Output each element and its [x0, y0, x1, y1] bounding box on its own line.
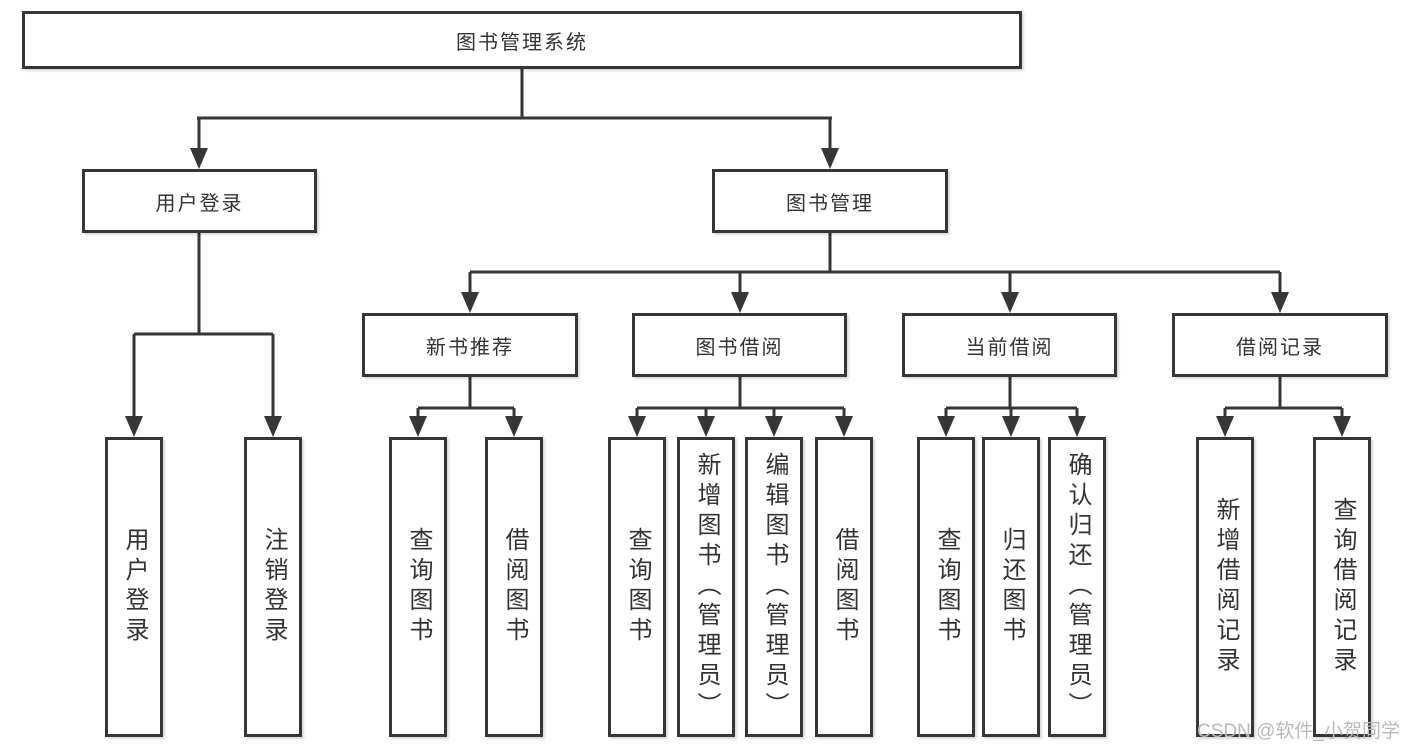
- node-library-management-system: 图书管理系统: [22, 11, 1022, 69]
- leaf-edit-books-admin: 编辑图书（管理员）: [745, 437, 803, 737]
- node-label: 当前借阅: [965, 336, 1054, 359]
- node-label: 用户登录: [155, 192, 244, 215]
- node-label: 图书管理系统: [456, 31, 588, 54]
- node-borrow-records: 借阅记录: [1172, 313, 1388, 377]
- node-label: 确认归还（管理员）: [1064, 452, 1091, 722]
- node-book-borrow: 图书借阅: [632, 313, 847, 377]
- leaf-borrow-books: 借阅图书: [815, 437, 873, 737]
- leaf-logout: 注销登录: [244, 437, 302, 737]
- node-label: 借阅图书: [831, 527, 858, 647]
- leaf-query-books-borrow: 查询图书: [608, 437, 666, 737]
- node-label: 归还图书: [998, 527, 1025, 647]
- leaf-borrow-books-recommend: 借阅图书: [485, 437, 543, 737]
- leaf-return-books: 归还图书: [982, 437, 1040, 737]
- node-label: 图书管理: [786, 192, 874, 215]
- node-book-management: 图书管理: [712, 169, 948, 233]
- node-label: 借阅图书: [501, 527, 528, 647]
- node-label: 新书推荐: [426, 336, 514, 359]
- node-new-book-recommend: 新书推荐: [362, 313, 578, 377]
- csdn-watermark: CSDN @软件_小贺同学: [1197, 721, 1400, 742]
- node-label: 借阅记录: [1236, 336, 1324, 359]
- node-label: 新增借阅记录: [1212, 497, 1239, 677]
- node-user-login: 用户登录: [82, 169, 317, 233]
- node-label: 用户登录: [121, 527, 148, 647]
- leaf-query-books-current: 查询图书: [917, 437, 975, 737]
- node-label: 编辑图书（管理员）: [761, 452, 788, 722]
- node-label: 查询图书: [405, 527, 432, 647]
- node-label: 查询图书: [624, 527, 651, 647]
- node-label: 查询借阅记录: [1329, 497, 1356, 677]
- node-current-borrow: 当前借阅: [902, 313, 1117, 377]
- leaf-confirm-return-admin: 确认归还（管理员）: [1048, 437, 1106, 737]
- leaf-user-login: 用户登录: [105, 437, 163, 737]
- leaf-add-borrow-record: 新增借阅记录: [1196, 437, 1254, 737]
- node-label: 注销登录: [260, 527, 287, 647]
- leaf-add-books-admin: 新增图书（管理员）: [677, 437, 735, 737]
- leaf-query-borrow-record: 查询借阅记录: [1313, 437, 1371, 737]
- node-label: 查询图书: [933, 527, 960, 647]
- node-label: 新增图书（管理员）: [693, 452, 720, 722]
- leaf-query-books-recommend: 查询图书: [389, 437, 447, 737]
- node-label: 图书借阅: [695, 336, 784, 359]
